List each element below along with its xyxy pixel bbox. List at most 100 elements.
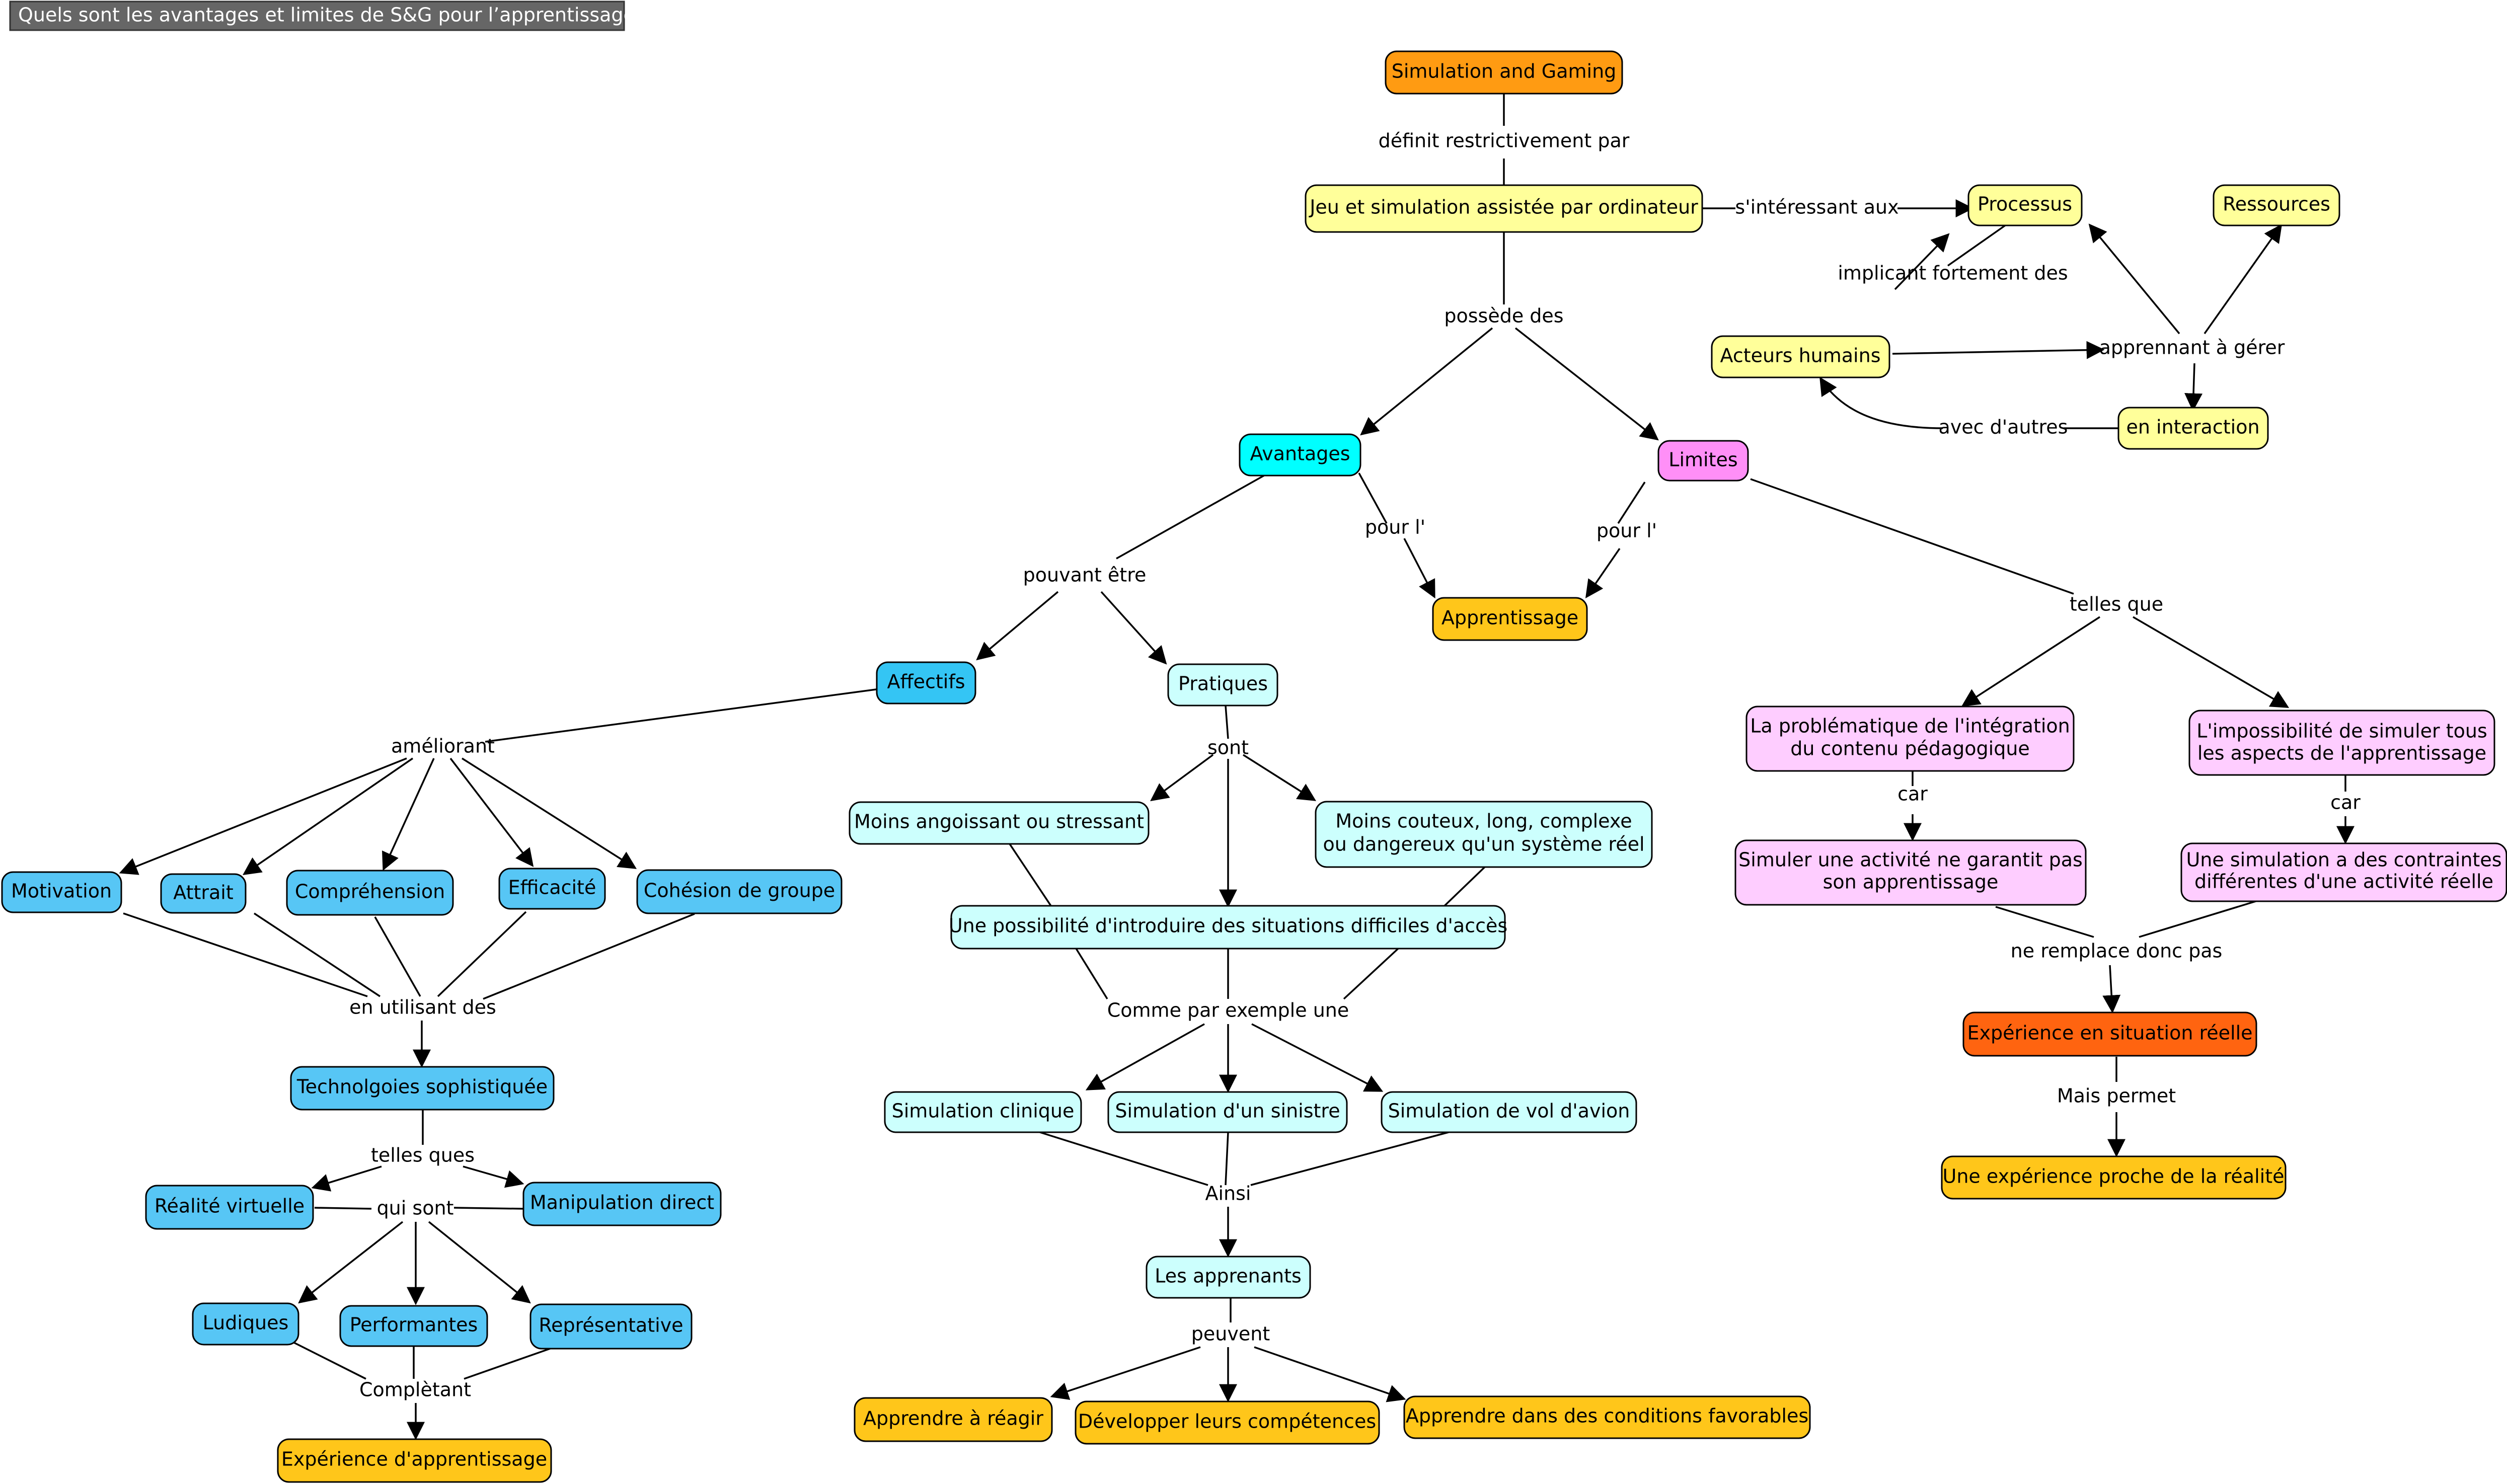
connector-lines <box>123 94 2346 1380</box>
node-possibilite-label: Une possibilité d'introduire des situati… <box>949 915 1507 937</box>
node-apprendre-reagir-label: Apprendre à réagir <box>863 1408 1043 1430</box>
concept-nodes: Simulation and Gaming Jeu et simulation … <box>1 50 2507 1483</box>
node-technologies[interactable]: Technolgoies sophistiquée <box>290 1066 555 1111</box>
node-realite-virtuelle[interactable]: Réalité virtuelle <box>145 1185 314 1230</box>
link-definit: définit restrictivement par <box>1379 130 1630 152</box>
node-en-interaction[interactable]: en interaction <box>2117 407 2269 450</box>
link-peuvent: peuvent <box>1191 1323 1270 1345</box>
node-comprehension-label: Compréhension <box>295 881 445 903</box>
node-sim-sinistre[interactable]: Simulation d'un sinistre <box>1107 1091 1348 1133</box>
node-contraintes-line2: différentes d'une activité réelle <box>2194 871 2493 893</box>
node-sim-avion[interactable]: Simulation de vol d'avion <box>1381 1091 1637 1133</box>
node-jeu-simulation[interactable]: Jeu et simulation assistée par ordinateu… <box>1305 184 1703 233</box>
node-pratiques-label: Pratiques <box>1178 673 1268 695</box>
node-problematique[interactable]: La problématique de l'intégration du con… <box>1745 706 2075 772</box>
node-performantes-label: Performantes <box>350 1314 478 1336</box>
node-manipulation-label: Manipulation direct <box>530 1192 714 1214</box>
node-manipulation[interactable]: Manipulation direct <box>522 1182 722 1226</box>
node-comprehension[interactable]: Compréhension <box>286 870 454 916</box>
node-apprendre-reagir[interactable]: Apprendre à réagir <box>854 1397 1053 1442</box>
node-moins-angoissant-label: Moins angoissant ou stressant <box>854 811 1144 833</box>
link-apprenant-gerer: apprennant à gérer <box>2099 337 2285 359</box>
link-completant: Complètant <box>359 1379 471 1401</box>
node-acteurs-humains[interactable]: Acteurs humains <box>1711 335 1890 378</box>
map-title-text: Quels sont les avantages et limites de S… <box>18 4 651 26</box>
node-avantages[interactable]: Avantages <box>1239 433 1361 477</box>
link-pour-l-limites: pour l' <box>1597 520 1657 542</box>
node-ressources-label: Ressources <box>2223 193 2330 215</box>
node-moins-angoissant[interactable]: Moins angoissant ou stressant <box>849 801 1150 845</box>
link-pouvant-etre: pouvant être <box>1023 564 1147 586</box>
node-motivation[interactable]: Motivation <box>1 871 122 913</box>
node-apprentissage[interactable]: Apprentissage <box>1432 597 1588 641</box>
link-ne-remplace: ne remplace donc pas <box>2011 940 2223 962</box>
node-efficacite[interactable]: Efficacité <box>498 868 606 910</box>
node-problematique-line2: du contenu pédagogique <box>1790 738 2030 760</box>
node-moins-couteux-line2: ou dangereux qu'un système réel <box>1323 833 1644 855</box>
node-apprendre-conditions[interactable]: Apprendre dans des conditions favorables <box>1403 1395 1811 1439</box>
node-sim-clinique[interactable]: Simulation clinique <box>884 1091 1082 1133</box>
link-interessant: s'intéressant aux <box>1735 196 1898 218</box>
node-apprendre-conditions-label: Apprendre dans des conditions favorables <box>1406 1405 1808 1427</box>
node-ludiques-label: Ludiques <box>203 1312 289 1334</box>
node-experience-reelle-label: Expérience en situation réelle <box>1967 1022 2252 1044</box>
node-impossibilite[interactable]: L'impossibilité de simuler tous les aspe… <box>2188 710 2495 776</box>
connector-arrows <box>119 199 2354 1440</box>
node-simuler-activite-line1: Simuler une activité ne garantit pas <box>1738 849 2083 871</box>
node-simulation-gaming-label: Simulation and Gaming <box>1392 60 1617 83</box>
node-pratiques[interactable]: Pratiques <box>1167 663 1278 707</box>
node-developper[interactable]: Développer leurs compétences <box>1075 1400 1380 1445</box>
node-experience-apprentissage[interactable]: Expérience d'apprentissage <box>277 1438 552 1483</box>
node-realite-virtuelle-label: Réalité virtuelle <box>155 1195 305 1217</box>
link-en-utilisant: en utilisant des <box>349 996 496 1019</box>
node-representative-label: Représentative <box>539 1314 683 1337</box>
link-comme-par: Comme par exemple une <box>1107 999 1349 1022</box>
node-ressources[interactable]: Ressources <box>2213 184 2340 226</box>
link-qui-sont: qui sont <box>377 1197 454 1219</box>
node-simuler-activite[interactable]: Simuler une activité ne garantit pas son… <box>1734 839 2087 906</box>
node-impossibilite-line1: L'impossibilité de simuler tous <box>2196 720 2487 742</box>
node-representative[interactable]: Représentative <box>529 1303 693 1350</box>
node-les-apprenants[interactable]: Les apprenants <box>1146 1256 1311 1299</box>
node-moins-couteux-line1: Moins couteux, long, complexe <box>1335 810 1632 832</box>
node-experience-proche[interactable]: Une expérience proche de la réalité <box>1941 1155 2287 1200</box>
node-sim-clinique-label: Simulation clinique <box>892 1100 1075 1122</box>
node-cohesion[interactable]: Cohésion de groupe <box>636 869 843 914</box>
node-affectifs-label: Affectifs <box>887 671 965 693</box>
node-attrait[interactable]: Attrait <box>160 873 247 914</box>
link-car-1: car <box>1897 783 1928 805</box>
link-telles-ques: telles ques <box>371 1144 475 1166</box>
node-processus-label: Processus <box>1978 193 2072 215</box>
node-developper-label: Développer leurs compétences <box>1078 1411 1376 1433</box>
node-performantes[interactable]: Performantes <box>339 1305 488 1347</box>
link-impliquant: implicant fortement des <box>1838 262 2068 284</box>
link-labels: définit restrictivement par s'intéressan… <box>349 130 2361 1401</box>
node-simulation-gaming[interactable]: Simulation and Gaming <box>1385 50 1623 95</box>
node-en-interaction-label: en interaction <box>2126 416 2259 438</box>
node-impossibilite-line2: les aspects de l'apprentissage <box>2197 742 2486 764</box>
node-contraintes[interactable]: Une simulation a des contraintes différe… <box>2180 842 2507 902</box>
node-sim-sinistre-label: Simulation d'un sinistre <box>1115 1100 1340 1122</box>
node-technologies-label: Technolgoies sophistiquée <box>296 1076 548 1098</box>
node-jeu-simulation-label: Jeu et simulation assistée par ordinateu… <box>1309 196 1698 218</box>
node-processus[interactable]: Processus <box>1967 184 2083 226</box>
node-contraintes-line1: Une simulation a des contraintes <box>2186 849 2501 871</box>
node-ludiques[interactable]: Ludiques <box>192 1302 299 1346</box>
node-experience-reelle[interactable]: Expérience en situation réelle <box>1962 1011 2257 1057</box>
node-acteurs-humains-label: Acteurs humains <box>1720 345 1881 367</box>
node-affectifs[interactable]: Affectifs <box>876 661 976 705</box>
link-sont: sont <box>1207 737 1249 759</box>
node-sim-avion-label: Simulation de vol d'avion <box>1388 1100 1630 1122</box>
link-pour-l-avantages: pour l' <box>1365 516 1425 538</box>
link-car-2: car <box>2330 792 2361 814</box>
node-experience-proche-label: Une expérience proche de la réalité <box>1943 1165 2285 1188</box>
node-simuler-activite-line2: son apprentissage <box>1823 871 1999 893</box>
node-limites[interactable]: Limites <box>1657 440 1749 482</box>
node-attrait-label: Attrait <box>173 882 234 904</box>
node-possibilite[interactable]: Une possibilité d'introduire des situati… <box>949 905 1507 950</box>
link-mais-permet: Mais permet <box>2057 1085 2176 1107</box>
link-avec-autres: avec d'autres <box>1939 416 2068 438</box>
node-apprentissage-label: Apprentissage <box>1441 607 1578 629</box>
node-limites-label: Limites <box>1668 449 1737 471</box>
node-moins-couteux[interactable]: Moins couteux, long, complexe ou dangere… <box>1315 801 1653 868</box>
